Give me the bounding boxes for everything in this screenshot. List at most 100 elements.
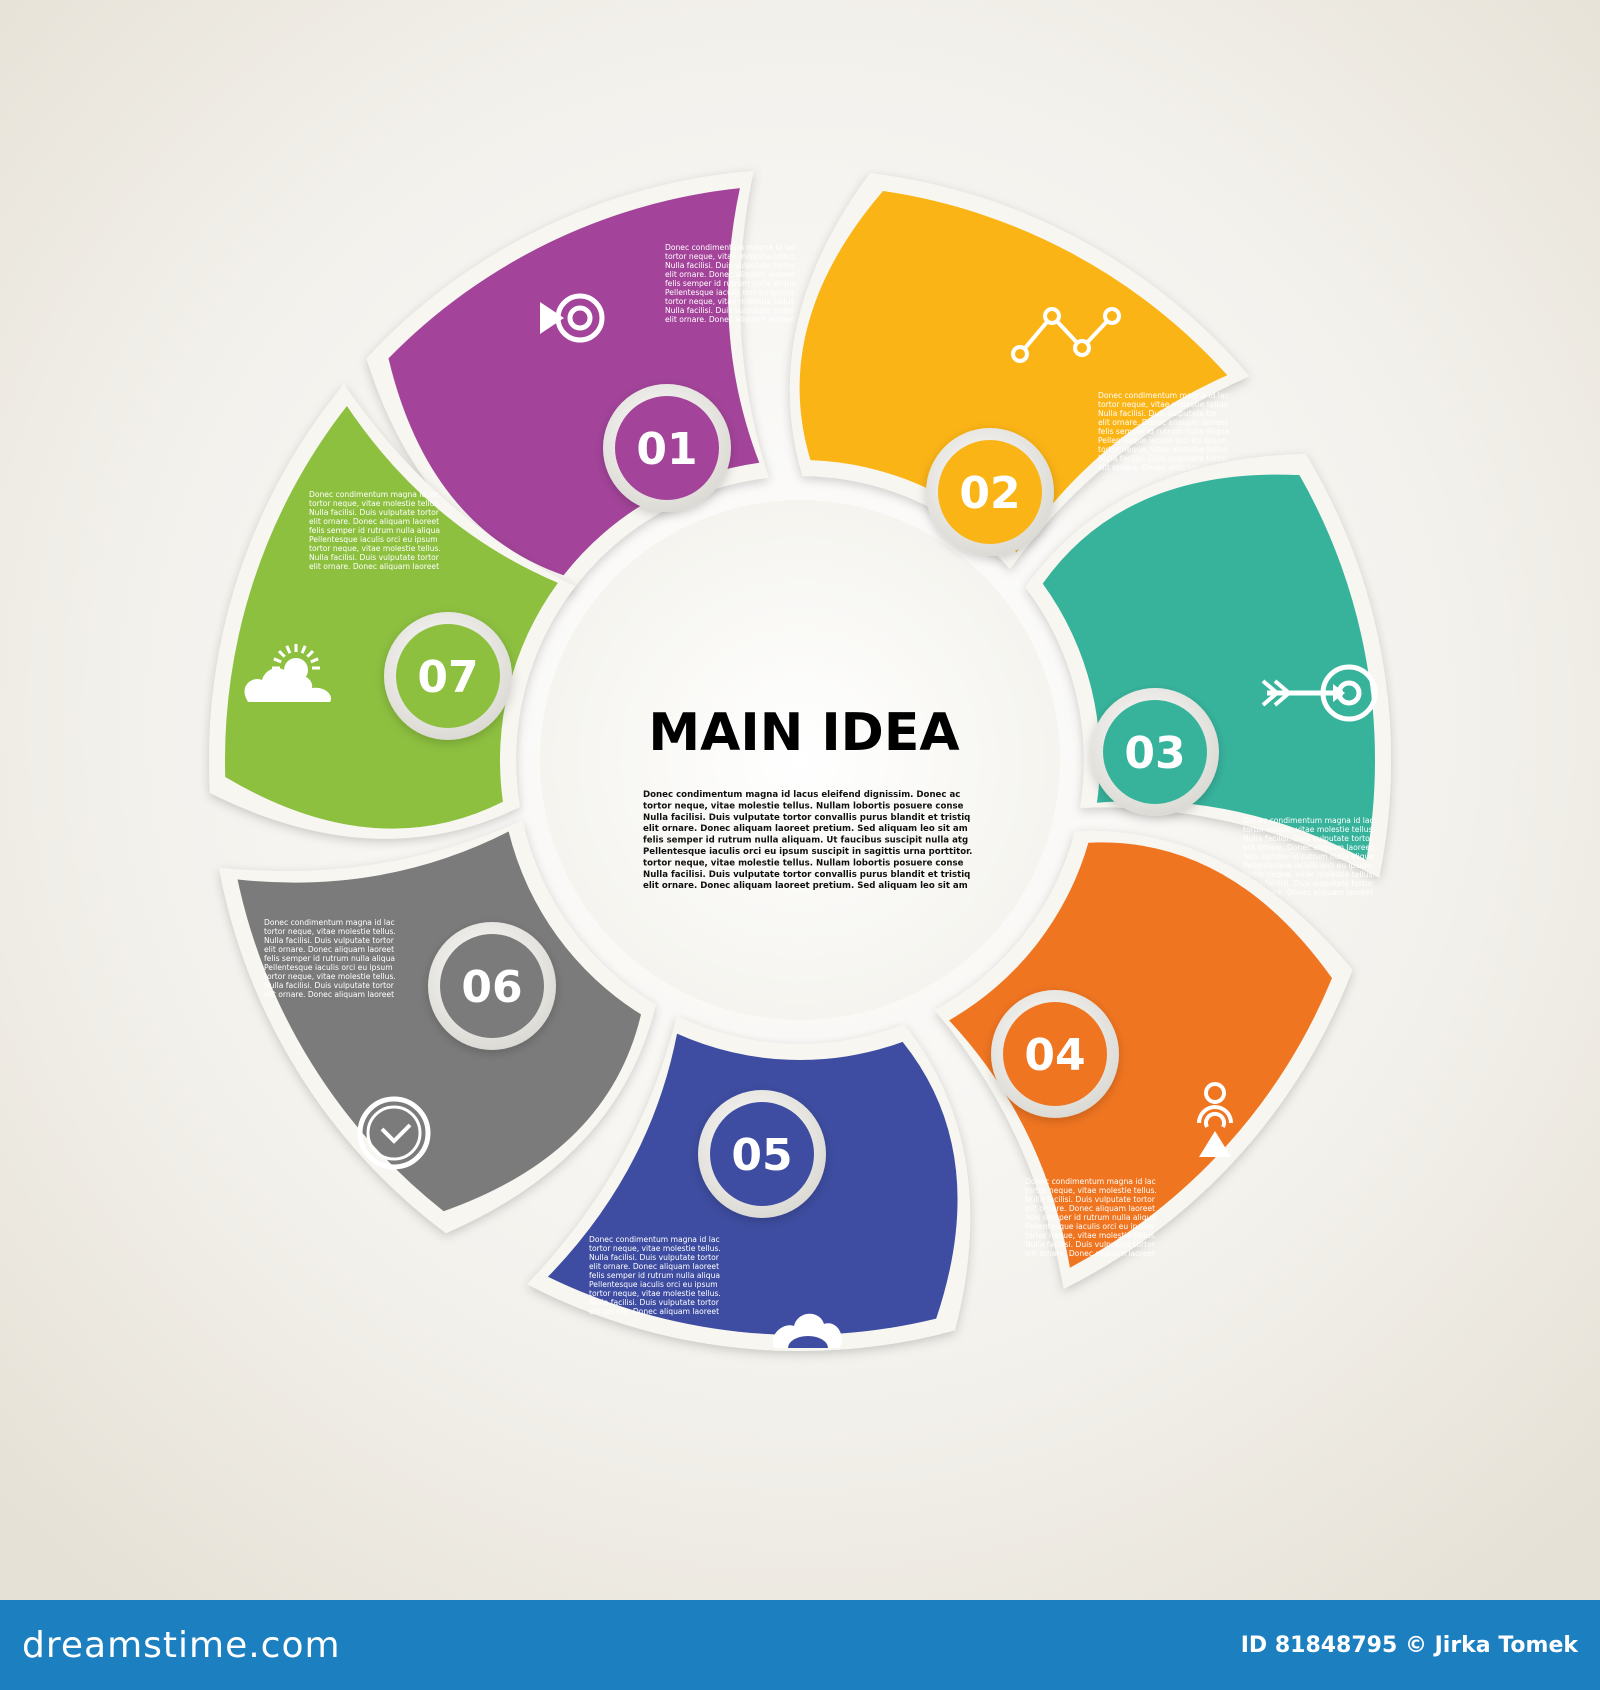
segment-text-line: elit ornare. Donec aliquam laoreet	[309, 517, 439, 526]
segment-text-line: tortor neque, vitae molestie tellus.	[665, 297, 797, 306]
segment-text-line: tortor neque, vitae molestie tellus.	[1243, 825, 1375, 834]
cloud-icon	[772, 1313, 842, 1348]
step-number: 01	[636, 424, 697, 475]
segment-text-line: Nulla facilisi. Duis vulputate tortor	[309, 508, 440, 517]
segment-text-line: Donec condimentum magna id lac	[589, 1235, 720, 1244]
segment-text-line: Nulla facilisi. Duis vulputate tortor	[665, 306, 796, 315]
segment-text-line: tortor neque, vitae molestie tellus.	[264, 972, 396, 981]
segment-text-line: tortor neque, vitae molestie tellus.	[1243, 870, 1375, 879]
main-idea-text-line: felis semper id rutrum nulla aliquam. Ut…	[643, 836, 968, 846]
segment-text-line: tortor neque, vitae molestie tellus.	[665, 252, 797, 261]
step-number: 04	[1024, 1030, 1085, 1081]
main-idea-text-line: Donec condimentum magna id lacus eleifen…	[643, 790, 960, 800]
main-idea-text-line: tortor neque, vitae molestie tellus. Nul…	[643, 858, 964, 868]
segment-text-line: elit ornare. Donec aliquam laoreet	[1025, 1249, 1155, 1258]
step-badge: 06	[428, 922, 556, 1050]
segment-text-line: Nulla facilisi. Duis vulputate tortor	[665, 261, 796, 270]
segment-text-line: elit ornare. Donec aliquam laoreet	[1243, 843, 1373, 852]
step-badge: 01	[603, 384, 731, 512]
segment-text-line: tortor neque, vitae molestie tellus.	[1025, 1186, 1157, 1195]
segment-text-line: Nulla facilisi. Duis vulputate tortor	[1243, 834, 1374, 843]
segment-text-line: Donec condimentum magna id lac	[1025, 1177, 1156, 1186]
segment-text-line: felis semper id rutrum nulla aliqua	[1243, 852, 1374, 861]
segment-text-line: elit ornare. Donec aliquam laoreet	[589, 1307, 719, 1316]
step-number: 06	[461, 962, 522, 1013]
segment-text-line: elit ornare. Donec aliquam laoreet	[1098, 463, 1228, 472]
segment-text-line: tortor neque, vitae molestie tellus.	[589, 1289, 721, 1298]
main-idea-text-line: Nulla facilisi. Duis vulputate tortor co…	[643, 813, 970, 823]
segment-text-line: felis semper id rutrum nulla aliqua	[1098, 427, 1229, 436]
segment-text-line: Nulla facilisi. Duis vulputate tortor	[589, 1253, 720, 1262]
main-idea-text-line: tortor neque, vitae molestie tellus. Nul…	[643, 801, 964, 811]
target-play-icon	[540, 293, 605, 343]
segment-text-line: felis semper id rutrum nulla aliqua	[589, 1271, 720, 1280]
main-idea-text-line: Pellentesque iaculis orci eu ipsum susci…	[643, 847, 972, 857]
segment-text-line: elit ornare. Donec aliquam laoreet	[1025, 1204, 1155, 1213]
segment-text-line: tortor neque, vitae molestie tellus.	[1098, 445, 1230, 454]
segment-text-line: felis semper id rutrum nulla aliqua	[665, 279, 796, 288]
segment-text-line: elit ornare. Donec aliquam laoreet	[1098, 418, 1228, 427]
step-badge: 02	[926, 428, 1054, 556]
segment-text-line: Donec condimentum magna id lac	[1243, 816, 1374, 825]
arrow-target-icon	[1261, 664, 1378, 722]
segment-text-line: Donec condimentum magna id lac	[309, 490, 440, 499]
step-number: 07	[417, 652, 478, 703]
segment-text-line: Donec condimentum magna id lac	[1098, 391, 1229, 400]
center-area	[540, 500, 1060, 1020]
segment-text-line: elit ornare. Donec aliquam laoreet	[665, 315, 795, 324]
segment-text-line: Pellentesque iaculis orci eu ipsum	[665, 288, 794, 297]
footer-brand: dreamstime.com	[22, 1624, 341, 1666]
segment-text-line: Pellentesque iaculis orci eu ipsum	[264, 963, 393, 972]
segment-text-line: Nulla facilisi. Duis vulputate tortor	[309, 553, 440, 562]
segment-text-line: Nulla facilisi. Duis vulputate tortor	[1098, 454, 1229, 463]
segment-body	[799, 191, 1228, 553]
clock-icon	[357, 1096, 431, 1170]
step-badge: 03	[1091, 688, 1219, 816]
segment-text-line: tortor neque, vitae molestie tellus.	[309, 499, 441, 508]
segment-text-line: tortor neque, vitae molestie tellus.	[264, 927, 396, 936]
line-graph-icon	[1011, 307, 1121, 363]
segment-text-line: tortor neque, vitae molestie tellus.	[309, 544, 441, 553]
segment-text: Donec condimentum magna id lac tortor neq…	[1098, 391, 1230, 472]
segment-text-line: Pellentesque iaculis orci eu ipsum	[1025, 1222, 1154, 1231]
segment-text-line: felis semper id rutrum nulla aliqua	[264, 954, 395, 963]
segment-text-line: Nulla facilisi. Duis vulputate tortor	[589, 1298, 720, 1307]
segment-text-line: Pellentesque iaculis orci eu ipsum	[1098, 436, 1227, 445]
footer-credit: ID 81848795 © Jirka Tomek	[1240, 1632, 1578, 1658]
segment-text-line: felis semper id rutrum nulla aliqua	[1025, 1213, 1156, 1222]
step-number: 05	[731, 1130, 792, 1181]
main-idea-text-line: elit ornare. Donec aliquam laoreet preti…	[643, 881, 968, 891]
segment-text-line: Nulla facilisi. Duis vulputate tortor	[264, 936, 395, 945]
segment-text-line: elit ornare. Donec aliquam laoreet	[589, 1262, 719, 1271]
segment-text-line: tortor neque, vitae molestie tellus.	[589, 1244, 721, 1253]
step-number: 03	[1124, 728, 1185, 779]
segment-text-line: Pellentesque iaculis orci eu ipsum	[589, 1280, 718, 1289]
segment-text-line: felis semper id rutrum nulla aliqua	[309, 526, 440, 535]
segment-text-line: elit ornare. Donec aliquam laoreet	[264, 945, 394, 954]
main-idea-title: MAIN IDEA	[648, 703, 959, 763]
segment-body	[949, 842, 1332, 1268]
segment-text-line: Nulla facilisi. Duis vulputate tortor	[1025, 1240, 1156, 1249]
main-idea-block: MAIN IDEA Donec condimentum magna id lac…	[643, 703, 972, 891]
segment-text-line: Nulla facilisi. Duis vulputate tortor	[1243, 879, 1374, 888]
segment-text-line: Donec condimentum magna id lac	[264, 918, 395, 927]
person-signal-icon	[1197, 1082, 1233, 1157]
step-badge: 05	[698, 1090, 826, 1218]
segment-text-line: Pellentesque iaculis orci eu ipsum	[309, 535, 438, 544]
segment-text-line: Nulla facilisi. Duis vulputate tor	[1098, 409, 1218, 418]
segment-text-line: Pellentesque iaculis orci eu ipsum	[1243, 861, 1372, 870]
step-badge: 04	[991, 990, 1119, 1118]
segment-text-line: Nulla facilisi. Duis vulputate tortor	[264, 981, 395, 990]
segment-02: 02 Donec condimentum magna id lac tortor n…	[789, 173, 1250, 569]
